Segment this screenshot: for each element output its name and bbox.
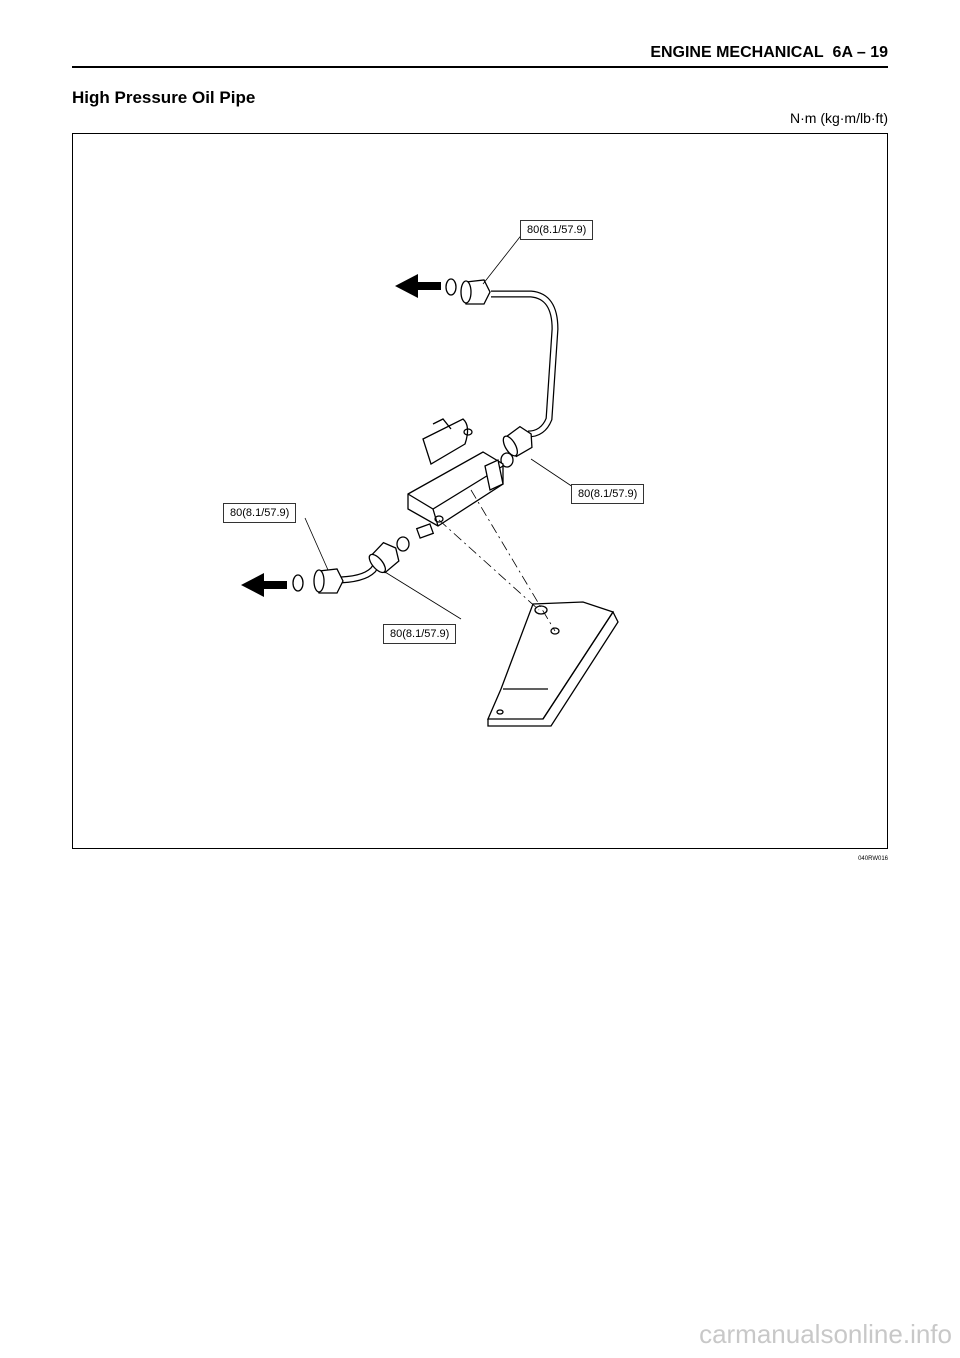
lower-washer-1 [396, 536, 410, 552]
upper-washer [445, 278, 457, 296]
torque-units: N·m (kg·m/lb·ft) [790, 110, 888, 126]
oil-rail-block [407, 418, 504, 539]
page-number: 6A – 19 [832, 44, 888, 61]
section-title: High Pressure Oil Pipe [72, 88, 256, 107]
torque-label-upper: 80(8.1/57.9) [520, 220, 594, 240]
torque-label-left: 80(8.1/57.9) [223, 503, 297, 523]
upper-pipe [491, 290, 559, 438]
diagram-drawing [241, 232, 619, 727]
lower-washer-2 [292, 574, 304, 592]
lower-nut-1 [313, 568, 344, 594]
upper-direction-arrow [395, 274, 441, 298]
exploded-diagram: 80(8.1/57.9) 80(8.1/57.9) 80(8.1/57.9) 8… [72, 133, 888, 849]
figure-id: 040RW016 [858, 856, 888, 862]
upper-nut [460, 279, 491, 305]
section-name: ENGINE MECHANICAL [650, 44, 824, 61]
middle-washer [500, 452, 514, 468]
torque-label-middle: 80(8.1/57.9) [571, 484, 645, 504]
middle-nut [502, 425, 533, 458]
running-header: ENGINE MECHANICAL 6A – 19 [72, 44, 888, 68]
torque-label-lower: 80(8.1/57.9) [383, 624, 457, 644]
lower-direction-arrow [241, 573, 287, 597]
lower-nut-2 [368, 541, 400, 574]
bracket [487, 601, 619, 727]
watermark: carmanualsonline.info [699, 1319, 952, 1349]
